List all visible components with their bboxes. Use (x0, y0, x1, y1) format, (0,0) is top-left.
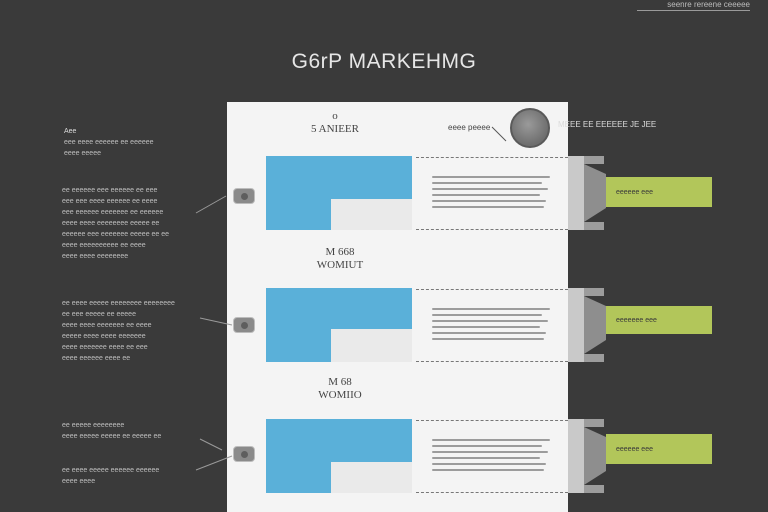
section-2-heading-line1: M 668 (325, 246, 355, 258)
left-note-1-line: Aee (64, 128, 77, 135)
placeholder-line (432, 182, 542, 184)
section-2-green-box: eeeeeee eee (606, 306, 712, 334)
section-1-connector-icon (233, 188, 255, 204)
section-2-dashed-top (416, 289, 568, 290)
placeholder-line (432, 457, 540, 459)
left-note-2-line: eee eeeeee eeeeeee ee eeeeee (62, 209, 164, 216)
section-1-dashed-bottom (416, 229, 568, 230)
placeholder-line (432, 338, 544, 340)
left-note-5-line: ee eeee eeeee eeeeee eeeeee (62, 467, 160, 474)
left-note-3-line: ee eee eeeee ee eeeee (62, 311, 136, 318)
section-1-funnel (584, 156, 606, 230)
left-note-4-line: ee eeeee eeeeeeee (62, 422, 125, 429)
section-1-heading: o 5 ANIEER (280, 110, 390, 136)
section-3-green-box: eeeeee eee (606, 434, 712, 464)
diagram-title: G6rP MARKEHMG (291, 50, 477, 73)
section-2-green-label: eeeeeee eee (616, 316, 657, 324)
left-leader-lines (195, 195, 233, 471)
placeholder-line (432, 200, 546, 202)
section-3-green-label: eeeeee eee (616, 445, 653, 453)
placeholder-line (432, 194, 540, 196)
placeholder-line (432, 320, 548, 322)
top-callout-leader-line (491, 126, 507, 142)
placeholder-line (432, 451, 548, 453)
section-2-connector-icon (233, 317, 255, 333)
section-3-heading-line2: WOMIIO (318, 389, 362, 401)
section-3-connector-icon (233, 446, 255, 462)
section-1-green-label: eeeeee eee (616, 188, 653, 196)
section-2-blue-notch (331, 329, 412, 362)
left-note-3-line: ee eeee eeeee eeeeeeee eeeeeeee (62, 300, 175, 307)
placeholder-line (432, 314, 542, 316)
section-3-dashed-bottom (416, 492, 568, 493)
placeholder-line (432, 308, 550, 310)
section-1-green-box: eeeeee eee (606, 177, 712, 207)
top-callout-left-text: eeee peeee (448, 123, 491, 132)
left-note-1-line: eee eeee eeeeee ee eeeeee (64, 139, 154, 146)
section-3-heading: M 68 WOMIIO (290, 376, 390, 402)
top-callout-right-text: MEEE EE EEEEEE JE JEE (558, 120, 657, 129)
left-note-3-line: eeee eeeeeee eeee ee eee (62, 344, 148, 351)
placeholder-line (432, 206, 544, 208)
placeholder-line (432, 188, 548, 190)
left-note-2-line: eeee eeeeeeeeee ee eeee (62, 242, 146, 249)
top-caption: seenre rereene ceeeee (637, 0, 750, 11)
placeholder-line (432, 176, 550, 178)
gear-badge-icon (510, 108, 550, 148)
left-note-3-line: eeee eeee eeeeeee ee eeee (62, 322, 152, 329)
left-note-5: ee eeee eeeee eeeeee eeeeee eeee eeee (62, 465, 212, 487)
left-note-2-line: eeeeee eee eeeeeee eeeee ee ee (62, 231, 170, 238)
section-2-heading: M 668 WOMIUT (290, 246, 390, 272)
section-3-heading-line1: M 68 (328, 376, 352, 388)
placeholder-line (432, 439, 550, 441)
placeholder-line (432, 326, 540, 328)
placeholder-line (432, 469, 544, 471)
placeholder-line (432, 463, 546, 465)
section-1-gray-band (568, 156, 584, 230)
left-note-2-line: eeee eeee eeeeeeee eeeee ee (62, 220, 160, 227)
section-3-dashed-top (416, 420, 568, 421)
left-note-2: ee eeeeee eee eeeeee ee eee eee eee eeee… (62, 185, 212, 262)
left-note-2-line: eeee eeee eeeeeeee (62, 253, 129, 260)
section-1-heading-line2: 5 ANIEER (311, 123, 359, 135)
section-2-heading-line2: WOMIUT (316, 259, 364, 271)
section-1-dashed-top (416, 157, 568, 158)
section-1-heading-line1: o (332, 110, 338, 122)
section-3-funnel (584, 419, 606, 493)
section-3-gray-band (568, 419, 584, 493)
left-note-4: ee eeeee eeeeeeee eeee eeeee eeeee ee ee… (62, 420, 212, 442)
left-note-4-line: eeee eeeee eeeee ee eeeee ee (62, 433, 162, 440)
section-1-blue-notch (331, 199, 412, 230)
section-2-dashed-bottom (416, 361, 568, 362)
left-note-3: ee eeee eeeee eeeeeeee eeeeeeee ee eee e… (62, 298, 212, 364)
left-note-5-line: eeee eeee (62, 478, 96, 485)
placeholder-line (432, 332, 546, 334)
section-2-gray-band (568, 288, 584, 362)
section-3-blue-notch (331, 462, 412, 493)
left-note-2-line: ee eeeeee eee eeeeee ee eee (62, 187, 158, 194)
left-note-1-line: eeee eeeee (64, 150, 101, 157)
section-2-funnel (584, 288, 606, 362)
placeholder-line (432, 445, 542, 447)
left-note-3-line: eeee eeeeee eeee ee (62, 355, 131, 362)
left-note-3-line: eeeee eeee eeee eeeeeee (62, 333, 146, 340)
left-note-1: Aee eee eeee eeeeee ee eeeeee eeee eeeee (64, 126, 214, 159)
left-note-2-line: eee eee eeee eeeeee ee eeee (62, 198, 158, 205)
